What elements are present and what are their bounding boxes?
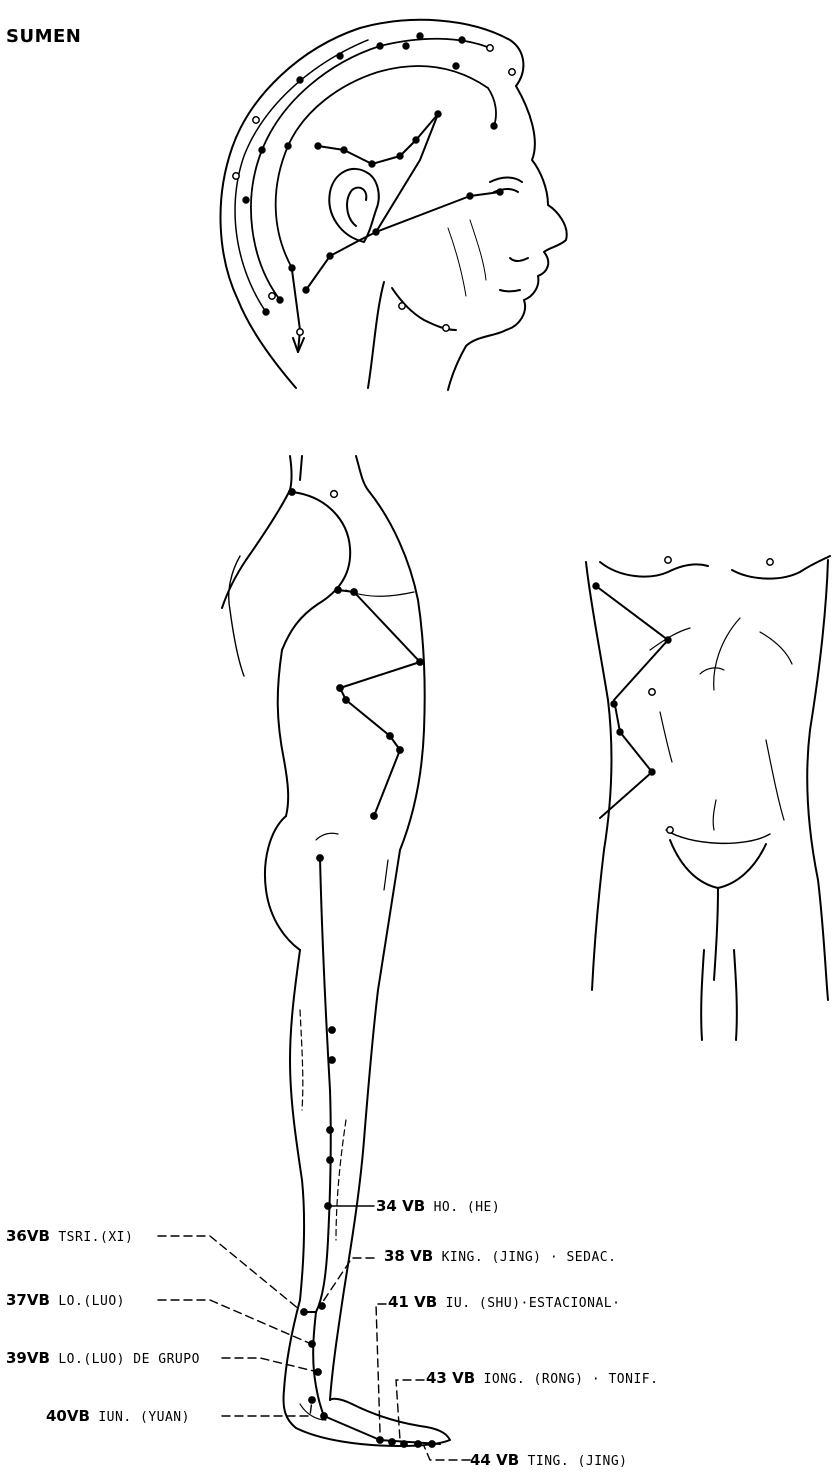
acupoint-dot (611, 701, 617, 707)
acupoint-dot (341, 147, 347, 153)
label-43vb-desc: IONG. (RONG) · TONIF. (484, 1372, 659, 1387)
acupoint-dot (649, 689, 655, 695)
acupoint-dot (297, 77, 303, 83)
acupoint-dot (327, 1157, 334, 1164)
label-40vb: 40VB IUN. (YUAN) (46, 1408, 190, 1426)
acupoint-dot (337, 685, 344, 692)
acupoint-dot (373, 229, 379, 235)
acupoint-dot (767, 559, 773, 565)
acupoint-dot (401, 1441, 408, 1448)
acupoint-dot (453, 63, 459, 69)
acupoint-dot (397, 747, 404, 754)
label-40vb-code: 40VB (46, 1407, 90, 1425)
acupoint-dot (277, 297, 283, 303)
label-43vb: 43 VB IONG. (RONG) · TONIF. (426, 1370, 658, 1388)
acupoint-dot (327, 1127, 334, 1134)
label-43vb-code: 43 VB (426, 1369, 475, 1387)
acupoint-dot (259, 147, 265, 153)
label-37vb-code: 37VB (6, 1291, 50, 1309)
acupoint-dot (321, 1413, 328, 1420)
label-41vb-code: 41 VB (388, 1293, 437, 1311)
acupoint-dot (509, 69, 515, 75)
acupoint-dot (335, 587, 342, 594)
acupoint-dot (403, 43, 409, 49)
acupoint-dot (329, 1027, 336, 1034)
page-title: SUMEN (6, 26, 81, 47)
acupoint-dot (467, 193, 473, 199)
label-37vb-desc: LO.(LUO) (58, 1294, 125, 1309)
torso-acupoints (593, 557, 773, 833)
acupoint-dot (435, 111, 441, 117)
acupoint-dot (253, 117, 259, 123)
head-figure (221, 20, 567, 390)
acupoint-dot (415, 1441, 422, 1448)
label-34vb-code: 34 VB (376, 1197, 425, 1215)
label-38vb-desc: KING. (JING) · SEDAC. (442, 1250, 617, 1265)
label-41vb: 41 VB IU. (SHU)·ESTACIONAL· (388, 1294, 620, 1312)
acupoint-dot (443, 325, 449, 331)
acupoint-dot (377, 1437, 384, 1444)
acupoint-dot (285, 143, 291, 149)
acupoint-dot (337, 53, 343, 59)
acupoint-dot (243, 197, 249, 203)
acupoint-dot (369, 161, 375, 167)
acupoint-dot (417, 659, 424, 666)
acupoint-dot (371, 813, 378, 820)
acupoint-dot (263, 309, 269, 315)
acupoint-dot (289, 265, 295, 271)
acupoint-dot (389, 1439, 396, 1446)
acupoint-dot (399, 303, 405, 309)
acupoint-dot (417, 33, 423, 39)
label-36vb-desc: TSRI.(XI) (58, 1230, 133, 1245)
label-36vb: 36VB TSRI.(XI) (6, 1228, 133, 1246)
acupoint-dot (269, 293, 275, 299)
acupoint-dot (317, 855, 324, 862)
acupoint-dot (497, 189, 503, 195)
acupoint-dot (413, 137, 419, 143)
acupoint-dot (491, 123, 497, 129)
acupoint-dot (649, 769, 655, 775)
acupoint-dot (315, 143, 321, 149)
acupoint-dot (387, 733, 394, 740)
acupoint-dot (329, 1057, 336, 1064)
label-37vb: 37VB LO.(LUO) (6, 1292, 125, 1310)
acupoint-dot (303, 287, 309, 293)
label-39vb-desc: LO.(LUO) DE GRUPO (58, 1352, 200, 1367)
acupoint-dot (301, 1309, 308, 1316)
acupoint-dot (331, 491, 338, 498)
label-34vb-desc: HO. (HE) (434, 1200, 501, 1215)
acupoint-dot (429, 1441, 436, 1448)
torso-front-figure (586, 556, 830, 1040)
label-34vb: 34 VB HO. (HE) (376, 1198, 500, 1216)
acupoint-dot (665, 557, 671, 563)
acupoint-dot (667, 827, 673, 833)
label-38vb: 38 VB KING. (JING) · SEDAC. (384, 1248, 616, 1266)
acupoint-dot (593, 583, 599, 589)
label-44vb-desc: TING. (JING) (528, 1454, 628, 1469)
acupoint-dot (665, 637, 671, 643)
label-44vb-code: 44 VB (470, 1451, 519, 1469)
acupoint-dot (617, 729, 623, 735)
label-40vb-desc: IUN. (YUAN) (98, 1410, 190, 1425)
acupoint-dot (289, 489, 296, 496)
acupoint-dot (459, 37, 465, 43)
acupoint-dot (397, 153, 403, 159)
label-38vb-code: 38 VB (384, 1247, 433, 1265)
acupoint-dot (297, 329, 303, 335)
label-41vb-desc: IU. (SHU)·ESTACIONAL· (446, 1296, 621, 1311)
acupoint-dot (487, 45, 493, 51)
label-39vb: 39VB LO.(LUO) DE GRUPO (6, 1350, 200, 1368)
acupoint-dot (327, 253, 333, 259)
label-44vb: 44 VB TING. (JING) (470, 1452, 628, 1470)
acupoint-dot (377, 43, 383, 49)
label-39vb-code: 39VB (6, 1349, 50, 1367)
acupoint-dot (343, 697, 350, 704)
label-36vb-code: 36VB (6, 1227, 50, 1245)
acupoint-dot (351, 589, 358, 596)
acupoint-dot (233, 173, 239, 179)
